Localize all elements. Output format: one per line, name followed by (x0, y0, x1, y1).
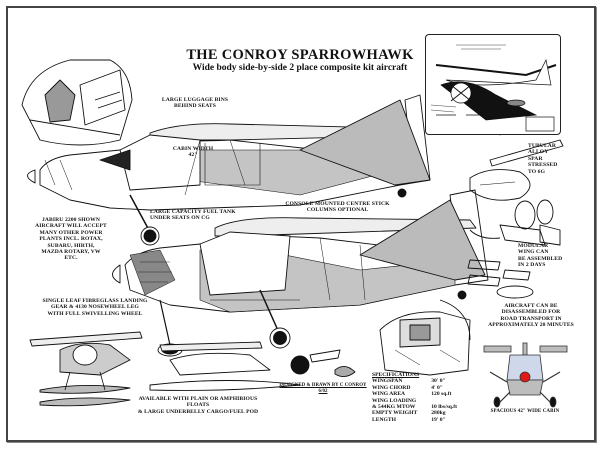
front-view-drawing (483, 342, 568, 408)
spec-label: WING LOADING (372, 397, 417, 404)
callout-landing-gear: SINGLE LEAF FIBREGLASS LANDING GEAR & 41… (42, 298, 148, 317)
spec-value: 120 sq.ft (431, 391, 452, 398)
callout-disassembly: AIRCRAFT CAN BE DISASSEMBLED FOR ROAD TR… (488, 303, 574, 329)
callout-modular-wing: MODULAR WING CAN BE ASSEMBLED IN 2 DAYS (518, 243, 563, 269)
spec-value: 280kg (431, 410, 446, 417)
wing-spar-parts-drawing (467, 139, 564, 299)
spec-label: LENGTH (372, 416, 396, 423)
page-subtitle: Wide body side-by-side 2 place composite… (192, 63, 408, 73)
spec-value: 4' 0" (431, 384, 443, 391)
spec-label: WINGSPAN (372, 378, 403, 385)
side-view-upper-drawing (27, 94, 431, 246)
spec-row: WING LOADING (372, 398, 457, 404)
specifications-block: SPECIFICATIONS WINGSPAN 30' 0" WING CHORD 4… (372, 372, 457, 423)
designer-credit: DESIGNED & DRAWN BY C CONROY 6/02 (279, 383, 367, 395)
page-title: THE CONROY SPARROWHAWK (186, 47, 414, 63)
specifications-heading: SPECIFICATIONS (372, 372, 420, 378)
specifications-table: WINGSPAN 30' 0" WING CHORD 4' 0" WING AREA 12… (372, 378, 457, 423)
spec-label: & 544kg MTOW (372, 404, 416, 411)
spec-row: LENGTH 19' 0" (372, 417, 457, 423)
callout-luggage-bins: LARGE LUGGAGE BINS BEHIND SEATS (161, 97, 229, 110)
landing-gear-detail-drawing (290, 349, 356, 377)
callout-cabin-width: CABIN WIDTH 42" (172, 146, 214, 159)
callout-front-view: SPACIOUS 42" WIDE CABIN (490, 409, 560, 414)
spec-row: WING AREA 120 sq.ft (372, 391, 457, 397)
spec-label: WING AREA (372, 391, 406, 398)
callout-floats: AVAILABLE WITH PLAIN OR AMPHIBIOUS FLOAT… (137, 396, 259, 415)
brochure-inset-image (425, 34, 561, 135)
cabin-interior-drawing (379, 299, 471, 376)
spec-value: 10 lbs/sq.ft (431, 404, 458, 411)
spec-value: 30' 0" (431, 378, 446, 385)
spec-value: 19' 0" (431, 416, 446, 423)
spec-row: WING CHORD 4' 0" (372, 385, 457, 391)
amphibian-side-drawing (149, 341, 301, 391)
spec-row: & 544kg MTOW 10 lbs/sq.ft (372, 404, 457, 410)
spec-label: EMPTY WEIGHT (372, 410, 418, 417)
floatplane-drawing (29, 331, 143, 407)
callout-engine-options: JABIRU 2200 SHOWN AIRCRAFT WILL ACCEPT M… (35, 217, 107, 262)
side-view-main-drawing (112, 189, 489, 357)
spec-row: WINGSPAN 30' 0" (372, 378, 457, 384)
callout-centre-stick: CONSOLE MOUNTED CENTRE STICK COLUMNS OPT… (285, 201, 390, 214)
cockpit-cutaway-drawing (21, 59, 133, 146)
callout-fuel-tank: LARGE CAPACITY FUEL TANK UNDER SEATS ON … (150, 209, 236, 222)
spec-row: EMPTY WEIGHT 280kg (372, 410, 457, 416)
spec-label: WING CHORD (372, 384, 411, 391)
callout-tubular-spar: TUBULAR ALLOY SPAR STRESSED TO 6g (528, 143, 558, 175)
